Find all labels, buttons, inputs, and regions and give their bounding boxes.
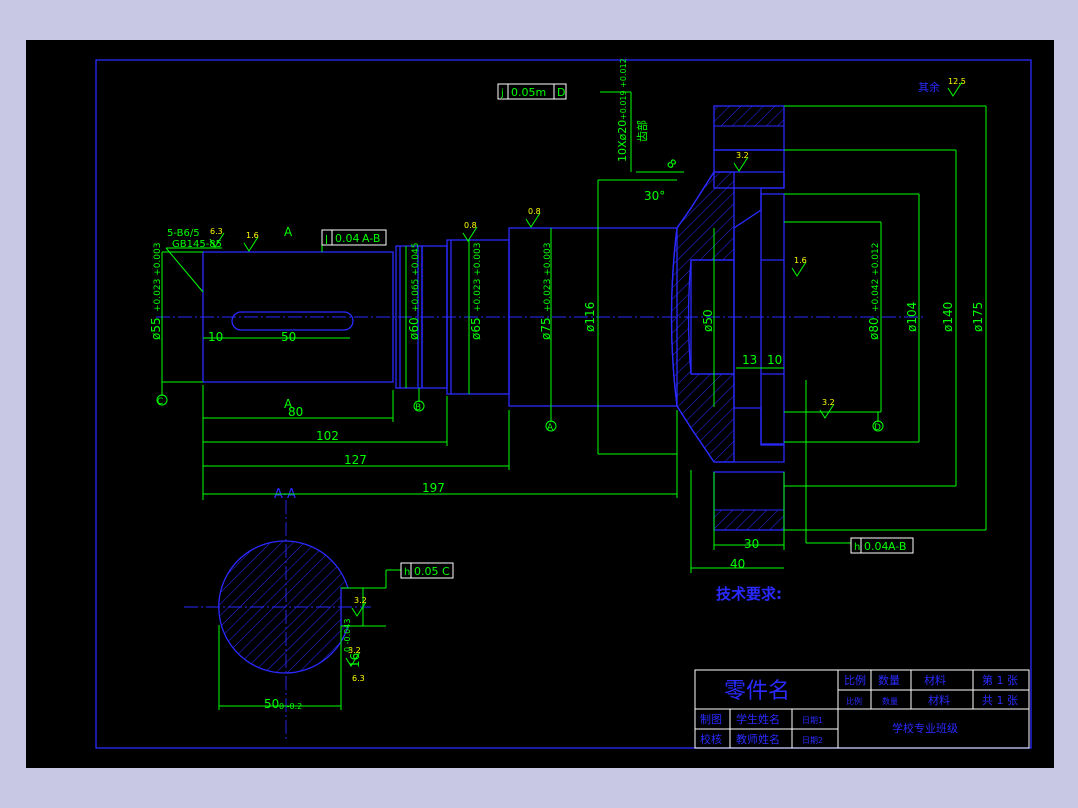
dia-116: ø116 bbox=[583, 302, 597, 332]
school-class: 学校专业班级 bbox=[892, 721, 958, 735]
scale-value: 比例 bbox=[846, 696, 862, 706]
spline-spec: GB145-85 bbox=[172, 239, 222, 250]
dia-55-tol: +0.023 +0.003 bbox=[153, 243, 163, 312]
dim-10-right: 10 bbox=[767, 353, 782, 367]
rest-roughness-value: 12.5 bbox=[948, 77, 966, 86]
roughness-4: 0.8 bbox=[528, 207, 541, 216]
tooth-note: 齿部 bbox=[635, 120, 649, 142]
key-width-tol: 0 -0.043 bbox=[343, 619, 352, 652]
svg-text:A-B: A-B bbox=[888, 540, 906, 553]
cut-a-top: A bbox=[284, 225, 293, 239]
datum-c: C bbox=[157, 397, 163, 407]
roughness-9: 3.2 bbox=[348, 646, 361, 655]
svg-text:0.05: 0.05 bbox=[414, 565, 439, 578]
datum-b: B bbox=[415, 403, 421, 413]
material-label: 材料 bbox=[924, 673, 946, 687]
svg-text:j: j bbox=[500, 88, 504, 99]
fcf-2: j 0.05m D bbox=[497, 83, 567, 100]
roughness-3: 0.8 bbox=[464, 221, 477, 230]
section-aa: A-A bbox=[218, 487, 349, 674]
fcf-3: h 0.04 A-B bbox=[850, 537, 914, 554]
roughness-8: 3.2 bbox=[354, 596, 367, 605]
dim-102: 102 bbox=[316, 429, 339, 443]
roughness-2: 1.6 bbox=[246, 231, 259, 240]
dia-80: ø80 bbox=[867, 317, 881, 340]
total-sheets: 共 1 张 bbox=[982, 694, 1018, 707]
key-slot bbox=[231, 311, 354, 331]
dim-10-left: 10 bbox=[208, 330, 223, 344]
dia-80-tol: +0.042 +0.012 bbox=[871, 243, 881, 312]
sheet-label: 第 1 张 bbox=[982, 673, 1018, 687]
qty-label: 数量 bbox=[878, 674, 900, 687]
roughness-1: 6.3 bbox=[210, 227, 223, 236]
holes-tol: +0.019 +0.012 bbox=[619, 58, 628, 120]
svg-text:A-B: A-B bbox=[362, 232, 380, 245]
spline-label: 5-B6/5 bbox=[167, 228, 200, 239]
chamfer-8: 8 bbox=[664, 156, 679, 171]
dia-50: ø50 bbox=[701, 309, 715, 332]
svg-text:ǀ: ǀ bbox=[325, 234, 328, 245]
dim-50-key: 50 bbox=[281, 330, 296, 344]
section-width-tol: 0 -0.2 bbox=[279, 702, 302, 711]
dia-60-tol: +0.065 +0.045 bbox=[411, 243, 421, 312]
roughness-10: 6.3 bbox=[352, 674, 365, 683]
dim-40: 40 bbox=[730, 557, 745, 571]
title-block bbox=[694, 669, 1030, 749]
dia-65-tol: +0.023 +0.003 bbox=[473, 243, 483, 312]
roughness-5: 3.2 bbox=[736, 151, 749, 160]
angle-30: 30° bbox=[644, 189, 665, 203]
rest-roughness: 其余 bbox=[918, 80, 940, 94]
svg-text:D: D bbox=[557, 86, 565, 99]
svg-text:0.04: 0.04 bbox=[335, 232, 360, 245]
teacher-name: 教师姓名 bbox=[736, 732, 780, 746]
cad-drawing: A-A bbox=[95, 58, 1032, 749]
dimension-lines bbox=[161, 91, 987, 710]
dia-75: ø75 bbox=[539, 317, 553, 340]
tech-requirements-title: 技术要求: bbox=[716, 585, 782, 603]
drawing-frame bbox=[95, 59, 1032, 749]
roughness-7: 3.2 bbox=[822, 398, 835, 407]
qty-value: 数量 bbox=[882, 696, 898, 706]
drawn-label: 制图 bbox=[700, 713, 722, 726]
section-width: 50 bbox=[264, 697, 279, 711]
svg-text:0.04: 0.04 bbox=[864, 540, 889, 553]
fcf-1: ǀ 0.04 A-B bbox=[321, 229, 387, 246]
dia-140: ø140 bbox=[941, 302, 955, 332]
datum-a: A bbox=[547, 423, 554, 433]
dia-175: ø175 bbox=[971, 302, 985, 332]
part-name: 零件名 bbox=[724, 679, 790, 704]
scale-label: 比例 bbox=[844, 673, 866, 687]
dia-60: ø60 bbox=[407, 317, 421, 340]
date-1: 日期1 bbox=[802, 716, 823, 725]
holes-label: 10Xø20 bbox=[616, 120, 629, 162]
svg-text:h: h bbox=[854, 542, 860, 553]
material-value: 材料 bbox=[928, 693, 950, 707]
date-2: 日期2 bbox=[802, 736, 823, 745]
dim-30: 30 bbox=[744, 537, 759, 551]
checked-label: 校核 bbox=[700, 732, 722, 746]
cut-a-bottom: A bbox=[284, 397, 293, 411]
fcf-4: h 0.05 C bbox=[400, 562, 454, 579]
roughness-6: 1.6 bbox=[794, 256, 807, 265]
datum-markers bbox=[156, 382, 884, 432]
svg-text:0.05m: 0.05m bbox=[511, 86, 546, 99]
dim-197: 197 bbox=[422, 481, 445, 495]
dim-13: 13 bbox=[742, 353, 757, 367]
dia-55: ø55 bbox=[149, 317, 163, 340]
dia-104: ø104 bbox=[905, 302, 919, 332]
dim-80: 80 bbox=[288, 405, 303, 419]
datum-d: D bbox=[874, 423, 881, 433]
drawing-viewport[interactable]: A-A bbox=[26, 40, 1054, 768]
dia-65: ø65 bbox=[469, 317, 483, 340]
student-name: 学生姓名 bbox=[736, 712, 780, 726]
svg-text:h: h bbox=[404, 567, 410, 578]
svg-text:C: C bbox=[442, 565, 450, 578]
dim-127: 127 bbox=[344, 453, 367, 467]
dia-75-tol: +0.023 +0.003 bbox=[543, 243, 553, 312]
roughness-symbols bbox=[209, 81, 963, 667]
